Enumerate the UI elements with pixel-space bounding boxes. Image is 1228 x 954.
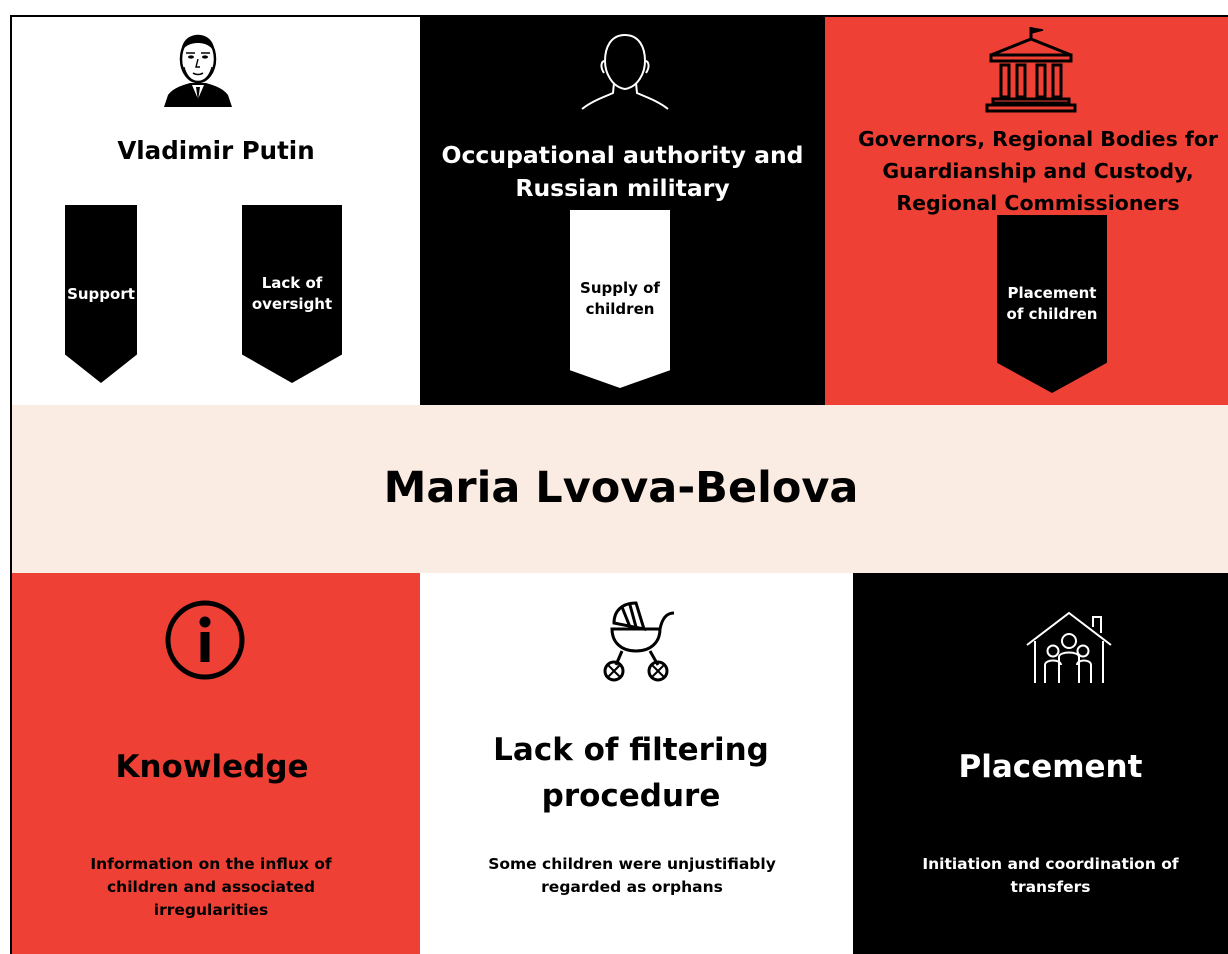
support-banner: Support	[65, 205, 137, 383]
knowledge-title: Knowledge	[115, 749, 309, 785]
house-family-icon	[1023, 609, 1115, 685]
governors-title: Governors, Regional Bodies for Guardians…	[857, 127, 1219, 215]
filtering-panel: Lack of filtering procedure Some childre…	[420, 573, 853, 954]
head-silhouette-icon	[580, 31, 670, 111]
filtering-text: Some children were unjustifiably regarde…	[488, 855, 776, 896]
center-band: Maria Lvova-Belova	[12, 405, 1228, 573]
filtering-title: Lack of filtering procedure	[493, 732, 769, 814]
info-icon	[164, 599, 246, 681]
lack-of-oversight-banner: Lack of oversight	[242, 205, 342, 383]
placement-of-children-banner: Placement of children	[997, 215, 1107, 393]
military-title: Occupational authority and Russian milit…	[441, 141, 804, 202]
placement-text: Initiation and coordination of transfers	[922, 855, 1179, 896]
placement-title: Placement	[958, 749, 1143, 785]
center-name: Maria Lvova-Belova	[383, 463, 859, 513]
knowledge-panel: Knowledge Information on the influx of c…	[12, 573, 420, 954]
diagram-frame: Vladimir Putin Support Lack of oversight…	[10, 15, 1228, 954]
support-banner-label: Support	[67, 284, 135, 303]
placement-panel: Placement Initiation and coordination of…	[853, 573, 1228, 954]
supply-of-children-banner-label: Supply of children	[580, 279, 660, 318]
portrait-icon	[164, 29, 232, 107]
knowledge-text: Information on the influx of children an…	[90, 855, 332, 919]
baby-stroller-icon	[600, 599, 680, 683]
military-panel: Occupational authority and Russian milit…	[420, 17, 825, 405]
government-building-icon	[983, 25, 1079, 113]
governors-panel: Governors, Regional Bodies for Guardians…	[825, 17, 1228, 405]
lack-of-oversight-banner-label: Lack of oversight	[251, 274, 333, 313]
supply-of-children-banner: Supply of children	[570, 210, 670, 388]
placement-of-children-banner-label: Placement of children	[1006, 284, 1098, 323]
putin-title: Vladimir Putin	[117, 136, 315, 165]
putin-panel: Vladimir Putin Support Lack of oversight	[12, 17, 420, 405]
